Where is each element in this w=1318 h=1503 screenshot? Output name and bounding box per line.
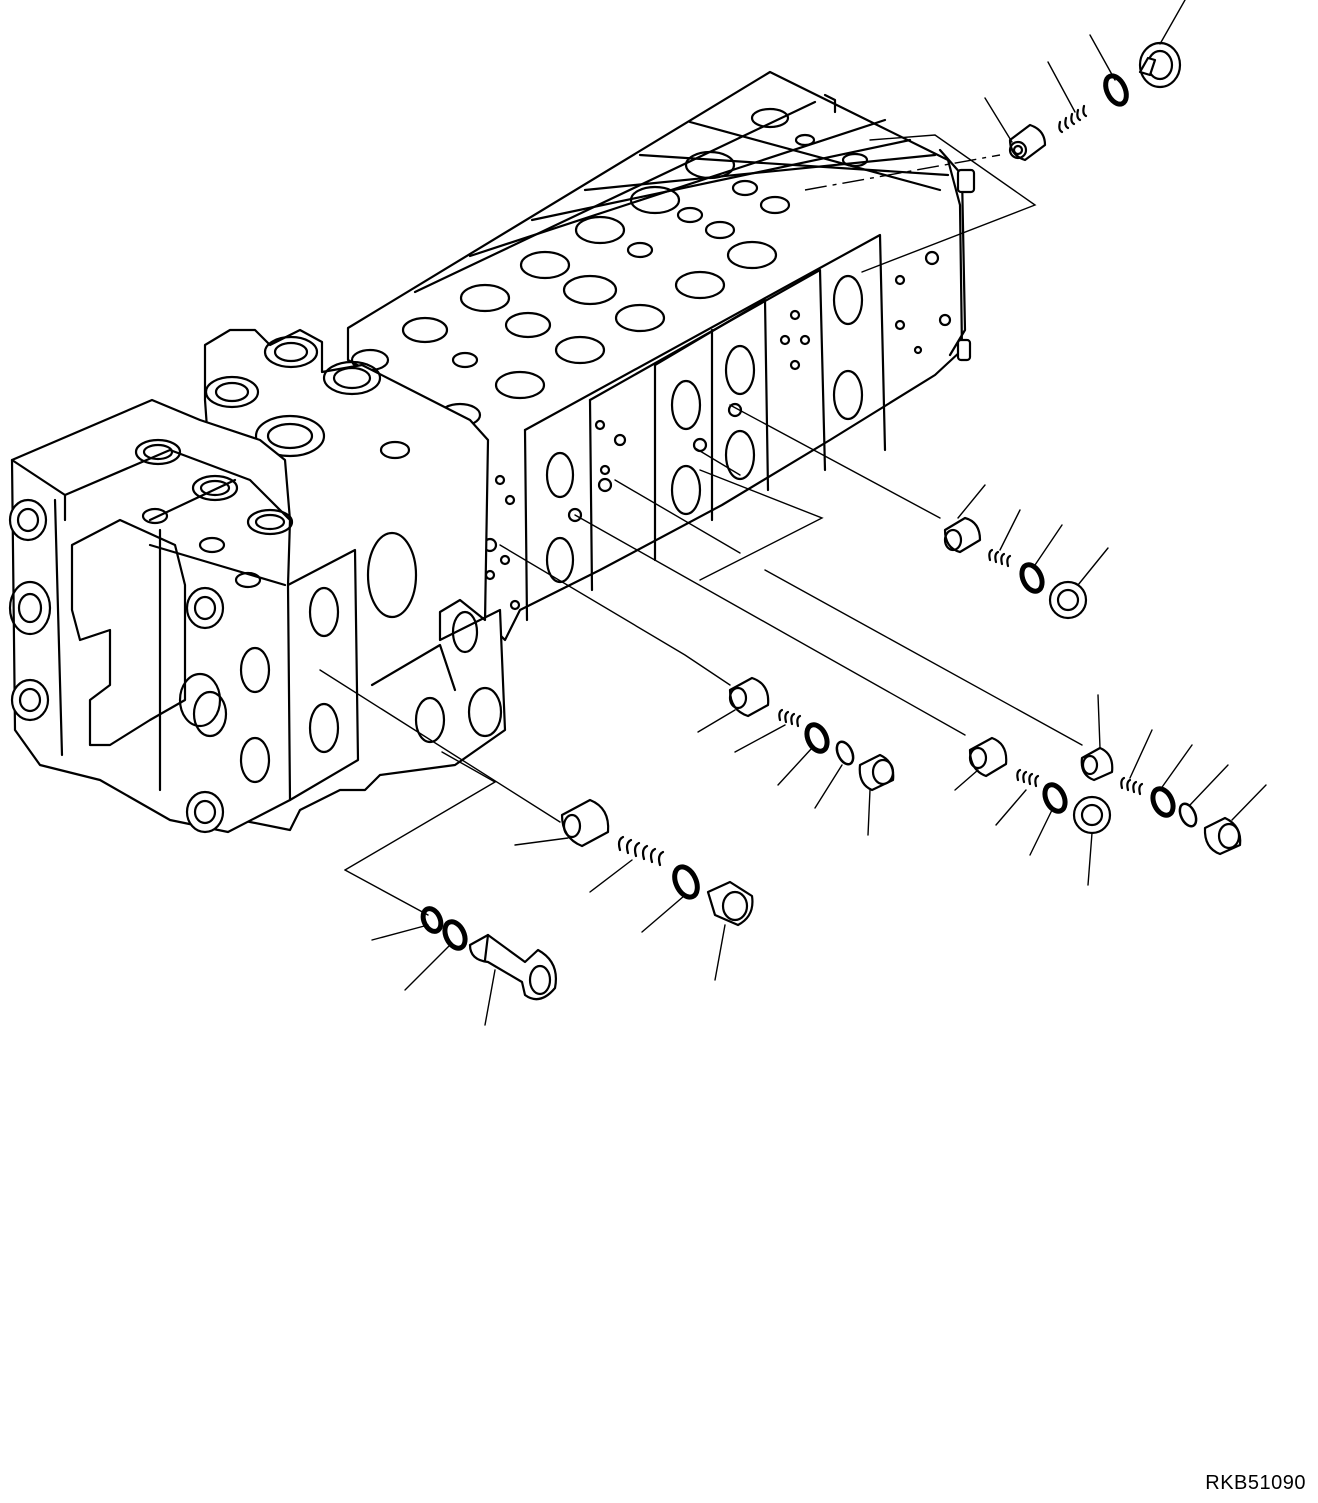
plug-icon bbox=[860, 755, 893, 790]
o-ring-icon bbox=[1102, 73, 1131, 108]
valve-kit-top-right bbox=[985, 0, 1185, 160]
plug-icon bbox=[1050, 582, 1086, 618]
bolt-icon bbox=[10, 500, 46, 540]
valve-kit-bottom-left bbox=[372, 906, 556, 1025]
spring-icon bbox=[779, 710, 800, 726]
plunger-icon bbox=[730, 678, 768, 716]
spring-icon bbox=[989, 550, 1010, 566]
plunger-icon bbox=[1010, 125, 1045, 160]
plunger-icon bbox=[945, 518, 980, 552]
spring-icon bbox=[1121, 778, 1142, 794]
plunger-icon bbox=[1082, 748, 1113, 780]
plug-icon bbox=[1205, 818, 1240, 854]
valve-kit-right-lower-a bbox=[955, 738, 1110, 885]
drawing-code: RKB51090 bbox=[1205, 1472, 1306, 1494]
spring-icon bbox=[619, 837, 663, 865]
valve-kit-right-lower-b bbox=[1082, 695, 1266, 854]
plug-icon bbox=[708, 882, 752, 925]
plunger-icon bbox=[970, 738, 1006, 776]
spring-icon bbox=[1017, 770, 1038, 786]
spring-icon bbox=[1059, 106, 1086, 132]
o-ring-icon bbox=[670, 863, 702, 900]
bolt-icon bbox=[12, 680, 48, 720]
o-ring-icon bbox=[420, 906, 445, 935]
backup-ring-icon bbox=[1177, 801, 1200, 829]
assembly-center-lines bbox=[320, 135, 1082, 915]
o-ring-icon bbox=[1018, 562, 1046, 595]
plunger-icon bbox=[562, 800, 608, 846]
valve-kit-right-middle bbox=[945, 485, 1108, 618]
o-ring-icon bbox=[1149, 786, 1177, 819]
o-ring-icon bbox=[803, 722, 831, 755]
backup-ring-icon bbox=[834, 739, 857, 767]
control-valve-body bbox=[10, 72, 974, 832]
relief-valve-icon bbox=[470, 935, 556, 999]
valve-kit-lower-left bbox=[515, 800, 752, 980]
valve-kit-center bbox=[698, 678, 893, 835]
bolt-icon bbox=[187, 588, 223, 628]
plug-icon bbox=[1140, 43, 1180, 87]
plug-icon bbox=[1074, 797, 1110, 833]
o-ring-icon bbox=[1041, 782, 1069, 815]
o-ring-icon bbox=[441, 919, 469, 952]
bolt-icon bbox=[187, 792, 223, 832]
